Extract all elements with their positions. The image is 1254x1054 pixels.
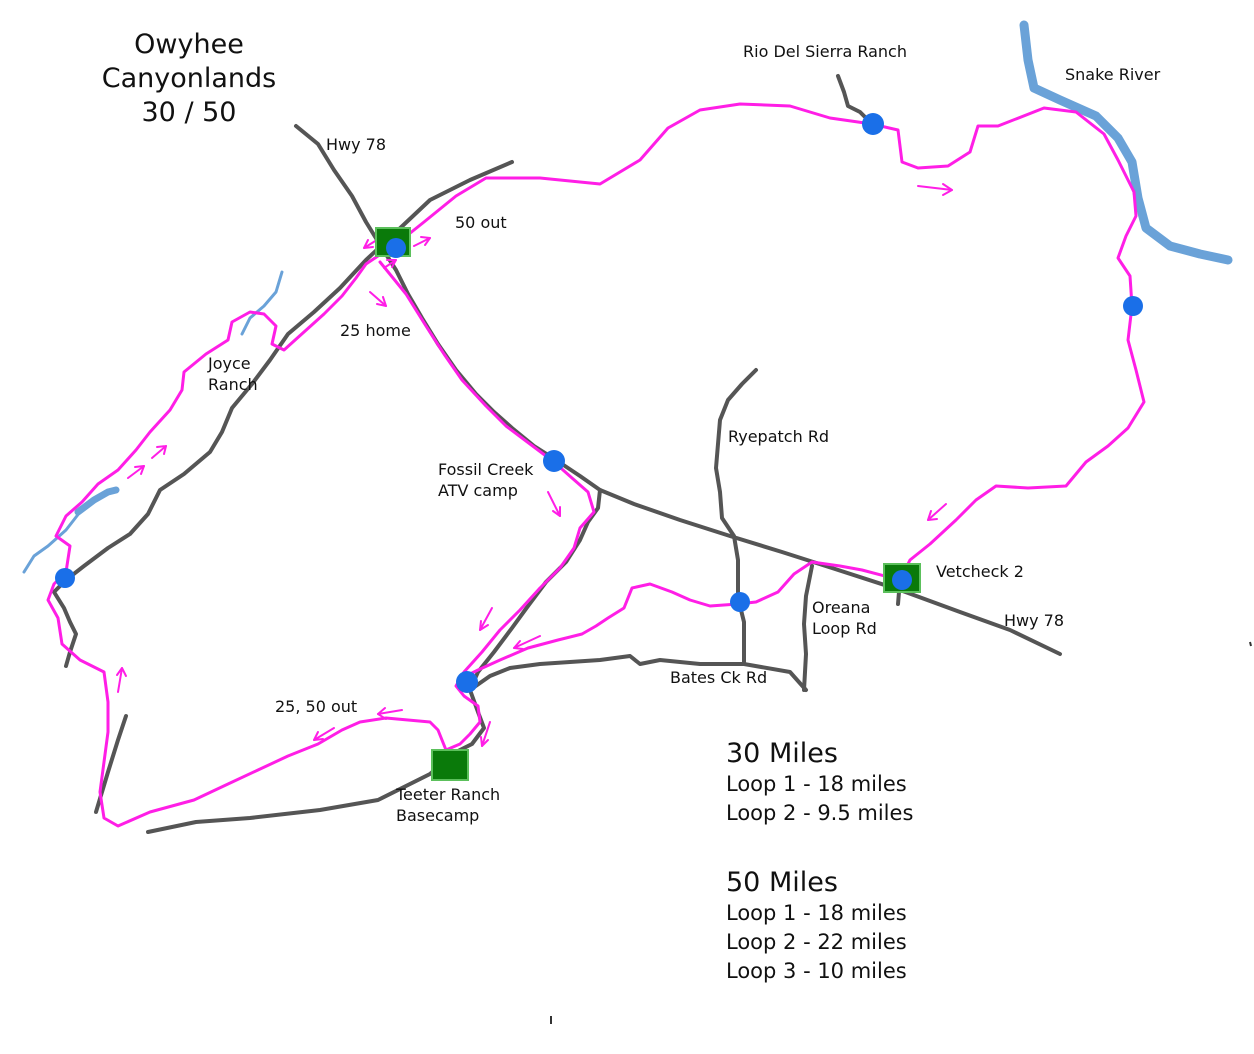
checkpoint-west bbox=[55, 568, 75, 588]
direction-arrow-icon bbox=[927, 503, 947, 521]
label-ryepatch-rd: Ryepatch Rd bbox=[728, 427, 830, 446]
map-title-line1: Owyhee Canyonlands bbox=[101, 29, 277, 94]
map-title-line2: 30 / 50 bbox=[141, 97, 237, 128]
rio-ranch-spur bbox=[836, 74, 874, 126]
pond-west bbox=[74, 486, 120, 516]
vetcheck-markers bbox=[375, 227, 921, 781]
snake-river bbox=[1019, 20, 1233, 265]
oreana-loop-road bbox=[802, 564, 814, 692]
label-fossil-creek: Fossil Creek ATV camp bbox=[438, 459, 533, 501]
checkpoint-ryepatch bbox=[730, 592, 750, 612]
label-teeter-line2: Basecamp bbox=[396, 806, 480, 825]
road-west-south bbox=[94, 714, 128, 814]
trail-west-loop bbox=[46, 244, 448, 828]
label-hwy78-east: Hwy 78 bbox=[1004, 611, 1065, 630]
trail-east-loop bbox=[392, 102, 1146, 582]
trail-hwy-segment bbox=[460, 560, 902, 680]
label-hwy78-north: Hwy 78 bbox=[326, 135, 387, 154]
label-twentyfive-fifty-out: 25, 50 out bbox=[275, 697, 358, 716]
label-joyce-line2: Ranch bbox=[208, 375, 258, 394]
label-joyce-line1: Joyce bbox=[208, 354, 251, 373]
label-oreana-loop: Oreana Loop Rd bbox=[812, 597, 877, 639]
legend-30-miles: 30 Miles Loop 1 - 18 miles Loop 2 - 9.5 … bbox=[726, 738, 913, 828]
label-vetcheck-2: Vetcheck 2 bbox=[936, 562, 1024, 581]
direction-arrow-icon bbox=[547, 491, 561, 517]
direction-arrow-icon bbox=[127, 465, 145, 479]
legend-50-loop-3: Loop 3 - 10 miles bbox=[726, 959, 907, 983]
ride-trail bbox=[46, 102, 1146, 828]
label-rio-del-sierra: Rio Del Sierra Ranch bbox=[743, 42, 907, 61]
road-west-diagonal bbox=[52, 160, 514, 668]
checkpoint-rio-del-sierra bbox=[862, 113, 884, 135]
direction-arrow-icon bbox=[377, 707, 403, 720]
label-teeter-ranch: Teeter Ranch Basecamp bbox=[396, 784, 500, 826]
checkpoint-vetcheck-2 bbox=[892, 570, 912, 590]
map-title: Owyhee Canyonlands 30 / 50 bbox=[44, 28, 334, 130]
checkpoint-hwy78 bbox=[386, 238, 406, 258]
label-joyce-ranch: Joyce Ranch bbox=[208, 353, 258, 395]
legend-30-heading: 30 Miles bbox=[726, 738, 838, 769]
direction-arrow-icon bbox=[151, 445, 167, 459]
direction-arrows bbox=[116, 183, 953, 747]
label-fossil-line1: Fossil Creek bbox=[438, 460, 534, 479]
direction-arrow-icon bbox=[917, 183, 953, 196]
direction-arrow-icon bbox=[116, 667, 127, 693]
legend-30-loop-1: Loop 1 - 18 miles bbox=[726, 772, 907, 796]
checkpoint-teeter-road bbox=[456, 671, 478, 693]
label-twentyfive-home: 25 home bbox=[340, 321, 411, 340]
checkpoint-snake-river bbox=[1123, 296, 1143, 316]
label-oreana-line2: Loop Rd bbox=[812, 619, 877, 638]
direction-arrow-icon bbox=[369, 291, 387, 307]
label-bates-ck-rd: Bates Ck Rd bbox=[670, 668, 768, 687]
legend-50-heading: 50 Miles bbox=[726, 867, 838, 898]
road-south bbox=[146, 488, 602, 834]
label-teeter-line1: Teeter Ranch bbox=[396, 785, 501, 804]
legend-50-loop-2: Loop 2 - 22 miles bbox=[726, 930, 907, 954]
label-fossil-line2: ATV camp bbox=[438, 481, 518, 500]
direction-arrow-icon bbox=[479, 607, 493, 631]
ryepatch-road bbox=[714, 368, 758, 664]
direction-arrow-icon bbox=[513, 635, 541, 650]
legend-30-loop-2: Loop 2 - 9.5 miles bbox=[726, 801, 914, 825]
teeter-basecamp-marker bbox=[431, 749, 469, 781]
stray-marks bbox=[550, 641, 1252, 1024]
legend-50-miles: 50 Miles Loop 1 - 18 miles Loop 2 - 22 m… bbox=[726, 867, 907, 986]
direction-arrow-icon bbox=[383, 259, 397, 269]
direction-arrow-icon bbox=[413, 236, 431, 247]
legend-50-loop-1: Loop 1 - 18 miles bbox=[726, 901, 907, 925]
label-snake-river: Snake River bbox=[1065, 65, 1161, 84]
creek-west bbox=[22, 510, 82, 574]
label-oreana-line1: Oreana bbox=[812, 598, 871, 617]
checkpoint-markers bbox=[55, 113, 1143, 693]
trail-fossil-south bbox=[378, 260, 596, 752]
label-fifty-out: 50 out bbox=[455, 213, 507, 232]
direction-arrow-icon bbox=[313, 727, 335, 741]
direction-arrow-icon bbox=[480, 721, 491, 747]
checkpoint-fossil-creek bbox=[543, 450, 565, 472]
creek-joyce bbox=[240, 270, 284, 336]
water-features bbox=[22, 20, 1233, 574]
